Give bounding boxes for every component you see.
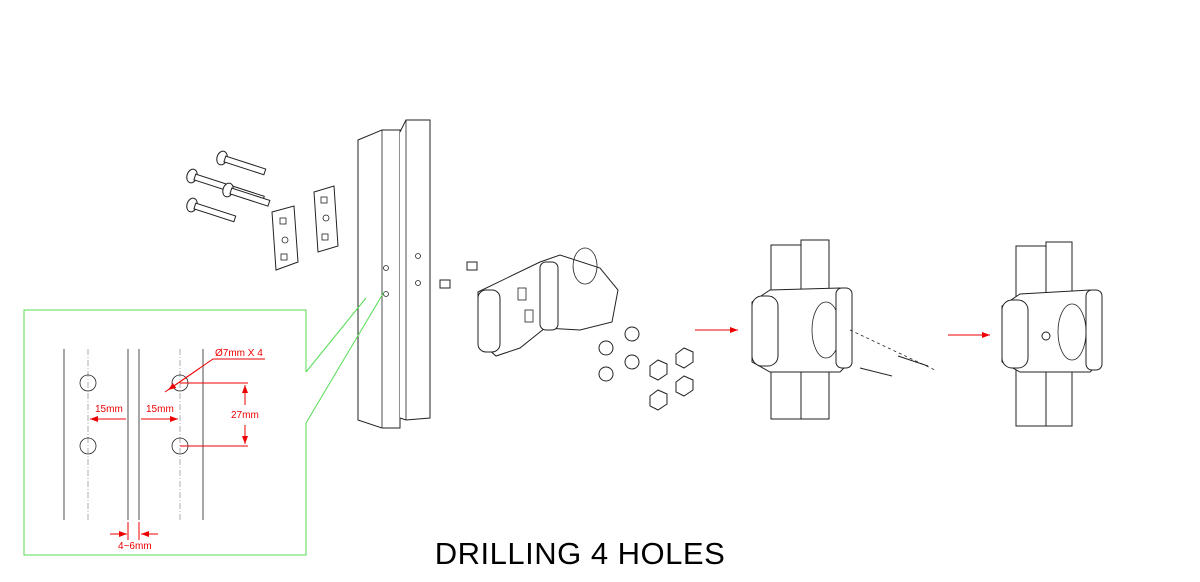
hole-spec-label: Ø7mm X 4 (215, 348, 263, 359)
gap-label: 4~6mm (118, 541, 152, 552)
washers-and-nuts (598, 326, 694, 411)
detail-callout (23, 291, 385, 556)
assembly-step-2 (751, 239, 936, 420)
drilling-detail: Ø7mm X 4 15mm 15mm 27mm 4~6mm (63, 348, 265, 552)
small-screws (439, 261, 478, 289)
carriage-bolts (186, 150, 271, 223)
hole (79, 437, 97, 455)
offset-left-label: 15mm (95, 404, 123, 415)
hole (79, 374, 97, 392)
diagram-title: DRILLING 4 HOLES (434, 536, 726, 571)
square-posts (357, 119, 431, 429)
backing-plates (271, 185, 339, 271)
hinge (477, 247, 619, 357)
assembly-step-3 (1001, 241, 1103, 427)
offset-right-label: 15mm (146, 404, 174, 415)
hole-spacing-label: 27mm (231, 410, 259, 421)
